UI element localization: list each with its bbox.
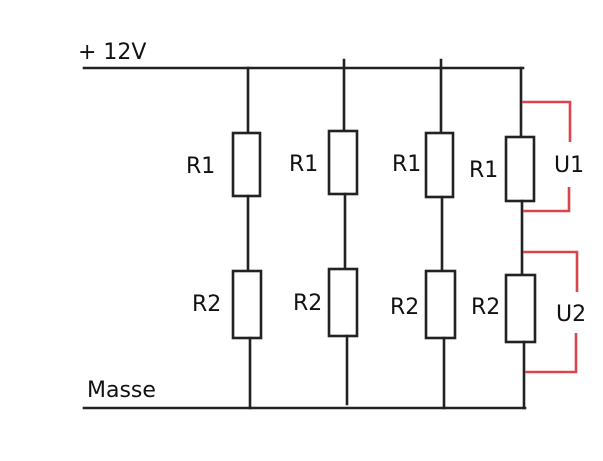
branch-1: R1 R2	[186, 66, 263, 410]
measurement-bracket	[525, 333, 578, 374]
supply-label: + 12V	[78, 40, 146, 65]
measurement-bracket	[522, 100, 572, 142]
resistor-label: R1	[186, 154, 215, 179]
resistor-r1	[231, 131, 262, 198]
resistor-label: R2	[471, 295, 500, 320]
branch-2: R1 R2	[289, 58, 359, 406]
voltage-measurement-u2: U2	[523, 250, 586, 374]
resistor-r1	[424, 131, 455, 199]
resistor-label: R2	[390, 295, 419, 320]
measurement-bracket	[523, 187, 571, 213]
resistor-label: R1	[289, 152, 318, 177]
resistor-label: R2	[293, 291, 322, 316]
measurement-bracket	[523, 250, 579, 292]
resistor-label: R1	[392, 152, 421, 177]
resistor-r1	[327, 129, 359, 196]
resistor-r2	[327, 267, 359, 338]
voltage-label: U2	[556, 302, 586, 327]
ground-label: Masse	[87, 378, 156, 403]
branch-3: R1 R2	[390, 58, 457, 410]
branch-4: R1 R2	[469, 66, 537, 410]
resistor-label: R2	[192, 292, 221, 317]
resistor-r2	[504, 273, 537, 344]
voltage-label: U1	[554, 153, 584, 178]
voltage-measurement-u1: U1	[522, 100, 584, 213]
resistor-r1	[504, 135, 536, 203]
resistor-label: R1	[469, 158, 498, 183]
resistor-r2	[231, 269, 263, 340]
resistor-r2	[424, 269, 457, 340]
